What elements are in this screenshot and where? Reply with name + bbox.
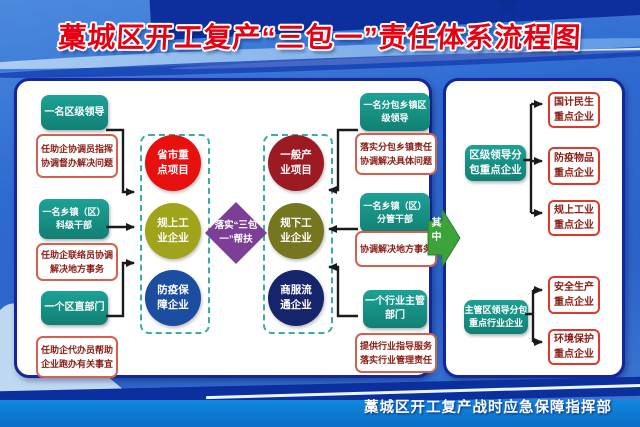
left-leader-box-2: 一名乡镇（区）科级干部 xyxy=(39,199,109,239)
target-circle-left-2-label: 规上工业企业 xyxy=(157,217,189,244)
target-circle-right-2: 规下工业企业 xyxy=(268,203,324,259)
target-circle-right-1: 一般产业项目 xyxy=(268,135,324,191)
right-leader-box-1: 一名分包乡镇区级领导 xyxy=(360,93,430,131)
side-target-box-3: 规上工业重点企业 xyxy=(548,200,600,236)
side-target-box-1: 国计民生重点企业 xyxy=(548,92,600,128)
side-target-box-4: 安全生产重点企业 xyxy=(548,276,600,314)
connector-arrow-label: 其中 xyxy=(431,218,442,243)
right-leader-box-2: 一名乡镇（区）分管干部 xyxy=(360,193,430,233)
target-circle-left-3: 防疫保障企业 xyxy=(145,270,201,326)
target-circle-left-1: 省市重点项目 xyxy=(145,135,201,191)
left-duty-note-3: 任助企代办员帮助企业跑办有关事宜 xyxy=(36,336,118,378)
footer-band-bright xyxy=(0,400,640,427)
right-duty-note-1: 落实分包乡镇责任协调解决具体问题 xyxy=(355,133,437,175)
target-circle-right-3-label: 商服流通企业 xyxy=(280,284,312,311)
main-flow-panel: 一名区级领导 任助企协调员指挥协调督办解决问题 一名乡镇（区）科级干部 任助企联… xyxy=(14,78,437,378)
target-circle-right-1-label: 一般产业项目 xyxy=(280,149,312,176)
side-target-box-1-label: 国计民生重点企业 xyxy=(554,97,594,123)
left-duty-note-2: 任助企联络员协调解决地方事务 xyxy=(36,243,118,281)
policy-diamond: 落实“三包一”帮扶 xyxy=(205,202,267,264)
left-duty-note-1: 任助企协调员指挥协调督办解决问题 xyxy=(36,134,118,178)
right-duty-note-3: 提供行业指导服务落实行业管理责任 xyxy=(355,333,437,373)
right-leader-box-3: 一个行业主管部门 xyxy=(363,290,427,328)
target-circle-left-2: 规上工业企业 xyxy=(145,203,201,259)
target-circle-right-2-label: 规下工业企业 xyxy=(280,217,312,244)
page-title: 藁城区开工复产“三包一”责任体系流程图 xyxy=(57,22,583,53)
star-icon: ★ xyxy=(492,0,525,24)
side-source-box-2: 主管区领导分包重点行业企业 xyxy=(464,300,528,334)
side-breakdown-panel: 区级领导分包重点企业 国计民生重点企业 防疫物品重点企业 规上工业重点企业 主管… xyxy=(443,78,625,378)
footer-signature: 藁城区开工复产战时应急保障指挥部 xyxy=(364,400,612,416)
left-leader-box-1: 一名区级领导 xyxy=(41,95,108,130)
side-source-box-1: 区级领导分包重点企业 xyxy=(465,145,526,181)
target-circle-left-1-label: 省市重点项目 xyxy=(157,149,189,176)
side-target-box-4-label: 安全生产重点企业 xyxy=(554,282,594,308)
policy-diamond-label: 落实“三包一”帮扶 xyxy=(214,220,258,245)
side-target-box-5: 环境保护重点企业 xyxy=(548,329,600,365)
target-circle-left-3-label: 防疫保障企业 xyxy=(157,284,189,311)
right-duty-note-2: 协调解决地方事务 xyxy=(355,231,437,267)
side-target-box-2: 防疫物品重点企业 xyxy=(548,147,600,185)
side-target-box-5-label: 环境保护重点企业 xyxy=(554,334,594,360)
side-target-box-2-label: 防疫物品重点企业 xyxy=(554,153,594,179)
left-leader-box-3: 一个区直部门 xyxy=(41,291,108,325)
target-circle-right-3: 商服流通企业 xyxy=(268,270,324,326)
side-target-box-3-label: 规上工业重点企业 xyxy=(554,205,594,231)
